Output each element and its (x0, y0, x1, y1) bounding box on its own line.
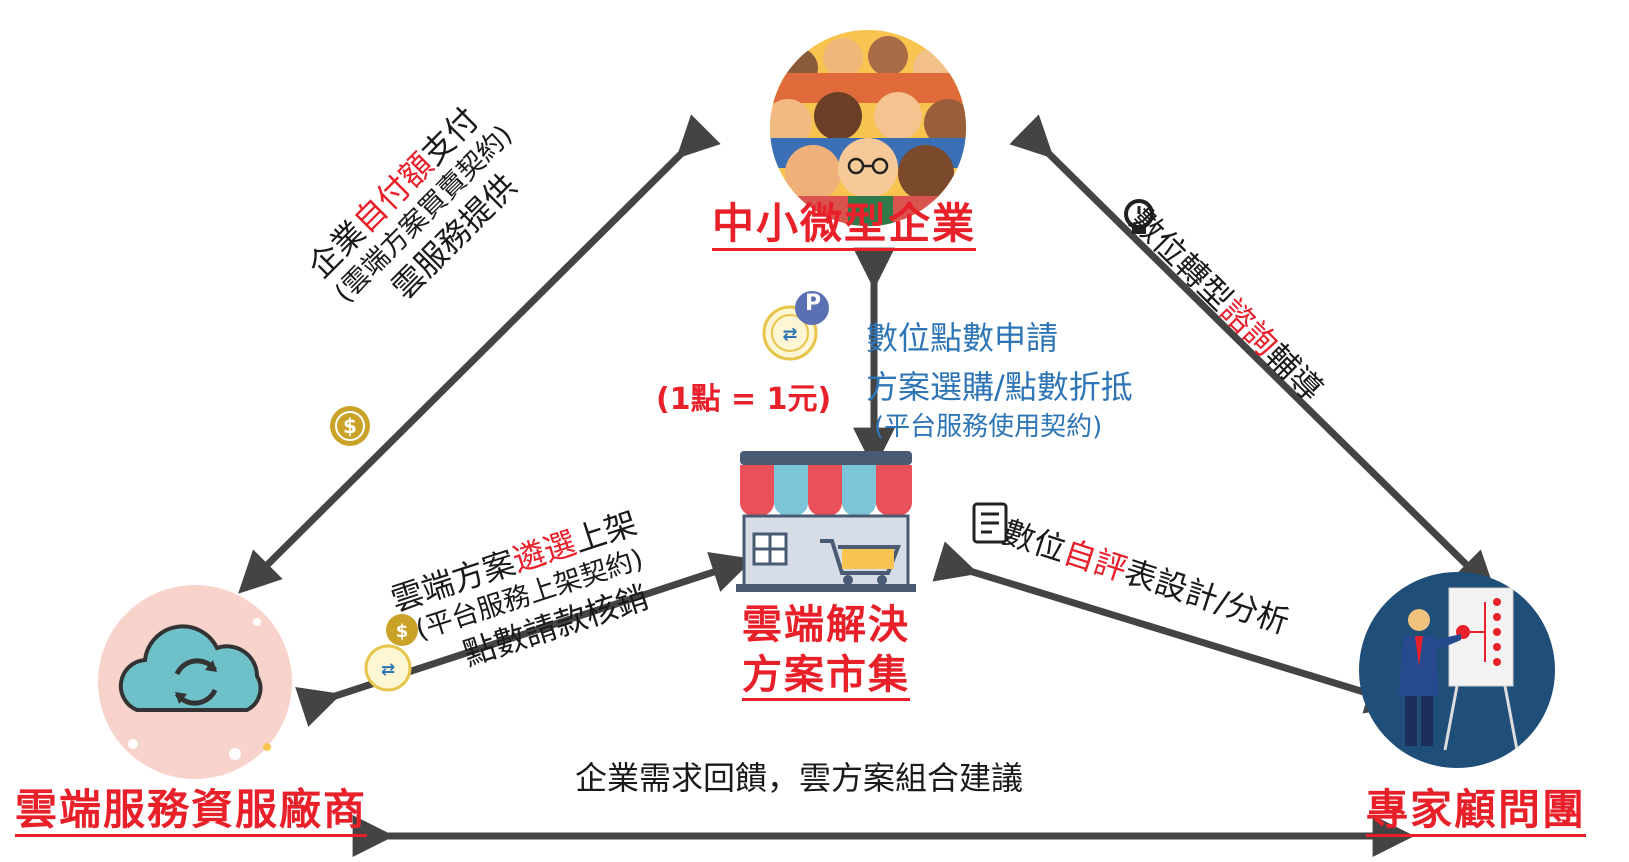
sme-market-line1: 數位點數申請 (866, 319, 1059, 357)
sme-market-line2: 方案選購/點數折抵 (866, 368, 1133, 406)
point-rate-label: (1點 = 1元) (656, 382, 832, 417)
svg-text:⇄: ⇄ (381, 660, 395, 680)
vendor-expert-label: 企業需求回饋，雲方案組合建議 (575, 759, 1024, 797)
svg-text:$: $ (343, 414, 357, 438)
coin-exchange-icon: $ ⇄ (364, 614, 418, 692)
vendor-title: 雲端服務資服廠商 (15, 785, 368, 838)
checklist-icon (972, 502, 1008, 544)
store-window (752, 532, 788, 566)
cart-icon (820, 539, 901, 585)
svg-text:⇄: ⇄ (782, 324, 797, 345)
arrow-market-expert (932, 541, 1409, 714)
arrow-sme-expert (1009, 114, 1496, 594)
points-exchange-icon: ⇄ (762, 291, 829, 361)
lightbulb-icon (1124, 199, 1154, 234)
businessman (1399, 609, 1461, 746)
market-title-line2: 方案市集 (742, 652, 910, 701)
cloud-sync-icon (98, 585, 292, 779)
dollar-coin-icon: $ (330, 406, 370, 446)
crowd-icon (770, 30, 966, 226)
sme-market-line3: (平台服務使用契約) (874, 412, 1103, 442)
svg-text:$: $ (396, 621, 409, 642)
store-icon (736, 451, 916, 592)
presenter-icon (1359, 572, 1555, 768)
points-badge: P (804, 291, 822, 316)
arrow-sme-vendor (238, 114, 721, 594)
store-awning (740, 465, 912, 517)
expert-title: 專家顧問團 (1366, 785, 1587, 838)
sme-title: 中小微型企業 (712, 199, 977, 252)
market-title-line1: 雲端解決 (742, 602, 910, 648)
